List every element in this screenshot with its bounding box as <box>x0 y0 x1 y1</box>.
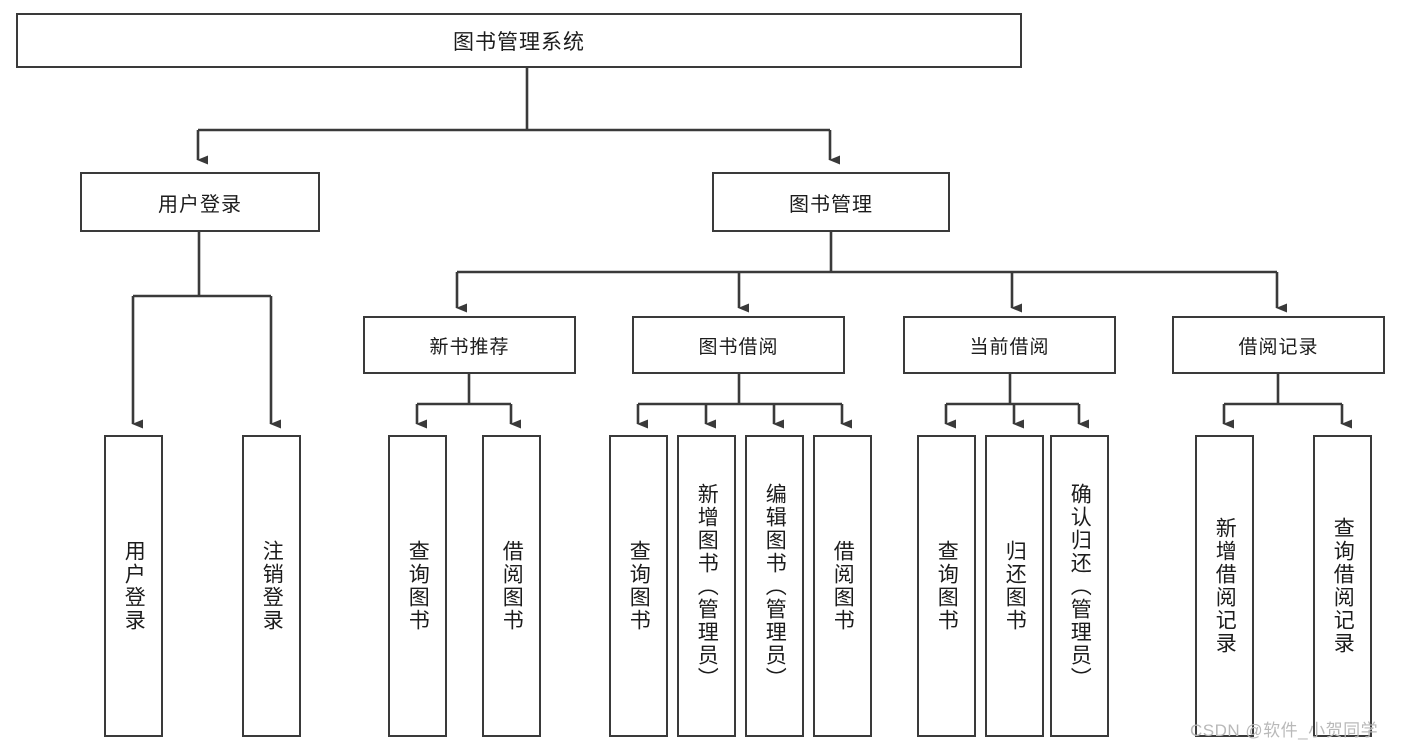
node-leaf-query-book-3-label: 查询图书 <box>935 540 959 632</box>
node-root[interactable]: 图书管理系统 <box>16 13 1022 68</box>
node-user-login-label: 用户登录 <box>158 193 242 216</box>
node-leaf-query-book-2-label: 查询图书 <box>627 540 651 632</box>
node-root-label: 图书管理系统 <box>453 30 585 54</box>
node-new-book-rec[interactable]: 新书推荐 <box>363 316 576 374</box>
node-current-borrow-label: 当前借阅 <box>969 336 1050 358</box>
node-borrow-record[interactable]: 借阅记录 <box>1172 316 1385 374</box>
node-leaf-user-login-label: 用户登录 <box>122 540 146 632</box>
node-leaf-borrow-book-1-label: 借阅图书 <box>500 540 524 632</box>
node-current-borrow[interactable]: 当前借阅 <box>903 316 1116 374</box>
node-leaf-query-record[interactable]: 查询借阅记录 <box>1313 435 1372 737</box>
node-leaf-add-book[interactable]: 新增图书（管理员） <box>677 435 736 737</box>
node-leaf-query-book-1-label: 查询图书 <box>406 540 430 632</box>
node-leaf-confirm-return-label: 确认归还（管理员） <box>1068 482 1092 690</box>
node-leaf-add-record-label: 新增借阅记录 <box>1213 517 1237 655</box>
node-leaf-borrow-book-2[interactable]: 借阅图书 <box>813 435 872 737</box>
node-book-manage[interactable]: 图书管理 <box>712 172 950 232</box>
node-leaf-return-book-label: 归还图书 <box>1003 540 1027 632</box>
node-leaf-user-login[interactable]: 用户登录 <box>104 435 163 737</box>
node-book-manage-label: 图书管理 <box>789 193 873 216</box>
node-book-borrow-label: 图书借阅 <box>698 336 779 358</box>
node-leaf-query-book-3[interactable]: 查询图书 <box>917 435 976 737</box>
node-leaf-borrow-book-1[interactable]: 借阅图书 <box>482 435 541 737</box>
node-leaf-add-book-label: 新增图书（管理员） <box>695 482 719 690</box>
node-leaf-confirm-return[interactable]: 确认归还（管理员） <box>1050 435 1109 737</box>
node-leaf-logout[interactable]: 注销登录 <box>242 435 301 737</box>
node-leaf-query-record-label: 查询借阅记录 <box>1331 517 1355 655</box>
node-leaf-query-book-2[interactable]: 查询图书 <box>609 435 668 737</box>
node-book-borrow[interactable]: 图书借阅 <box>632 316 845 374</box>
node-leaf-add-record[interactable]: 新增借阅记录 <box>1195 435 1254 737</box>
node-borrow-record-label: 借阅记录 <box>1238 336 1319 358</box>
node-leaf-logout-label: 注销登录 <box>260 540 284 632</box>
node-leaf-return-book[interactable]: 归还图书 <box>985 435 1044 737</box>
node-user-login[interactable]: 用户登录 <box>80 172 320 232</box>
node-leaf-edit-book-label: 编辑图书（管理员） <box>763 482 787 690</box>
node-leaf-borrow-book-2-label: 借阅图书 <box>831 540 855 632</box>
node-new-book-rec-label: 新书推荐 <box>429 336 510 358</box>
csdn-watermark: CSDN @软件_小贺同学 <box>1190 721 1379 740</box>
node-leaf-edit-book[interactable]: 编辑图书（管理员） <box>745 435 804 737</box>
node-leaf-query-book-1[interactable]: 查询图书 <box>388 435 447 737</box>
